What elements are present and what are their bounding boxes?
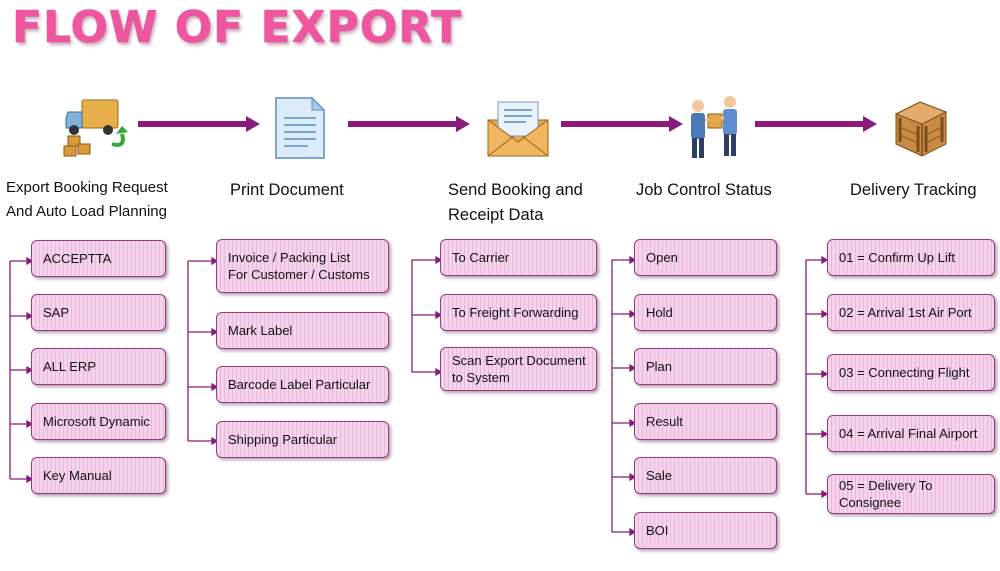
envelope-icon bbox=[487, 101, 549, 157]
flow-arrow-1 bbox=[138, 116, 260, 132]
list-item: BOI bbox=[634, 512, 777, 549]
list-item: 03 = Connecting Flight bbox=[827, 354, 995, 391]
flow-arrow-3 bbox=[561, 116, 683, 132]
list-item: Barcode Label Particular bbox=[216, 366, 389, 403]
list-item: Result bbox=[634, 403, 777, 440]
list-item: Mark Label bbox=[216, 312, 389, 349]
step-heading-send: Send Booking and Receipt Data bbox=[448, 181, 583, 224]
delivery-truck-icon bbox=[63, 99, 128, 157]
list-item: Key Manual bbox=[31, 457, 166, 494]
step-heading-booking: Export Booking Request And Auto Load Pla… bbox=[6, 179, 168, 220]
flow-arrow-4 bbox=[755, 116, 877, 132]
list-item: 02 = Arrival 1st Air Port bbox=[827, 294, 995, 331]
list-item: Invoice / Packing List For Customer / Cu… bbox=[216, 239, 389, 293]
list-item: Sale bbox=[634, 457, 777, 494]
list-item: Microsoft Dynamic bbox=[31, 403, 166, 440]
list-item: 05 = Delivery To Consignee bbox=[827, 474, 995, 514]
document-icon bbox=[275, 96, 326, 159]
wooden-crate-icon bbox=[894, 101, 948, 157]
list-item: ALL ERP bbox=[31, 348, 166, 385]
list-item: ACCEPTTA bbox=[31, 240, 166, 277]
list-item: To Freight Forwarding bbox=[440, 294, 597, 331]
flow-arrow-2 bbox=[348, 116, 470, 132]
list-item: 04 = Arrival Final Airport bbox=[827, 415, 995, 452]
step-heading-print: Print Document bbox=[230, 181, 344, 199]
step-heading-job: Job Control Status bbox=[636, 181, 772, 199]
page-title: FLOW OF EXPORT bbox=[12, 2, 463, 53]
list-item: Shipping Particular bbox=[216, 421, 389, 458]
list-item: SAP bbox=[31, 294, 166, 331]
list-item: Plan bbox=[634, 348, 777, 385]
list-item: Scan Export Document to System bbox=[440, 347, 597, 391]
step-heading-delivery: Delivery Tracking bbox=[850, 181, 977, 199]
list-item: Open bbox=[634, 239, 777, 276]
list-item: 01 = Confirm Up Lift bbox=[827, 239, 995, 276]
handshake-people-icon bbox=[691, 96, 737, 158]
list-item: To Carrier bbox=[440, 239, 597, 276]
list-item: Hold bbox=[634, 294, 777, 331]
